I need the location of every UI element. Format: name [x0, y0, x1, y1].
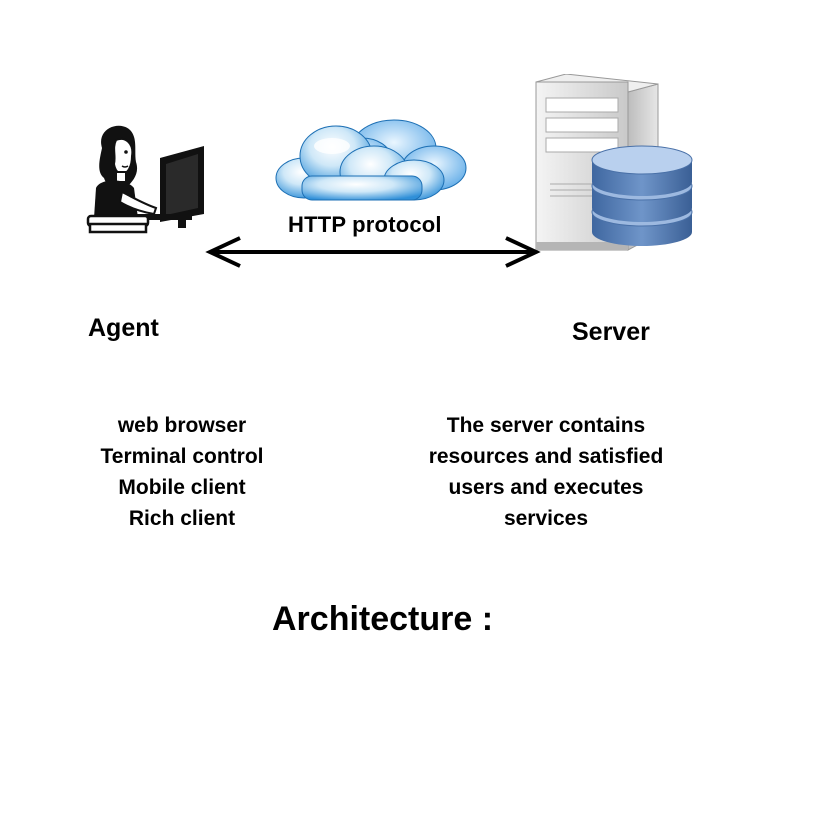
list-item: Mobile client	[118, 476, 246, 499]
double-headed-arrow-icon	[205, 236, 541, 268]
person-at-computer-icon	[86, 125, 204, 234]
server-description: The server contains resources and satisf…	[394, 410, 698, 534]
caption-title: Architecture :	[272, 600, 494, 638]
server-title: Server	[572, 318, 650, 346]
description-line: resources and satisfied	[428, 445, 664, 468]
agent-title: Agent	[88, 314, 159, 342]
database-icon	[591, 145, 693, 246]
list-item: Rich client	[128, 507, 236, 530]
connector-label: HTTP protocol	[288, 212, 442, 237]
list-item: Terminal control	[100, 445, 264, 468]
list-item: web browser	[117, 414, 247, 437]
description-line: users and executes	[448, 476, 644, 499]
description-line: services	[503, 507, 589, 530]
description-line: The server contains	[446, 414, 646, 437]
agent-list: web browser Terminal control Mobile clie…	[66, 410, 298, 534]
cloud-icon	[275, 119, 467, 201]
